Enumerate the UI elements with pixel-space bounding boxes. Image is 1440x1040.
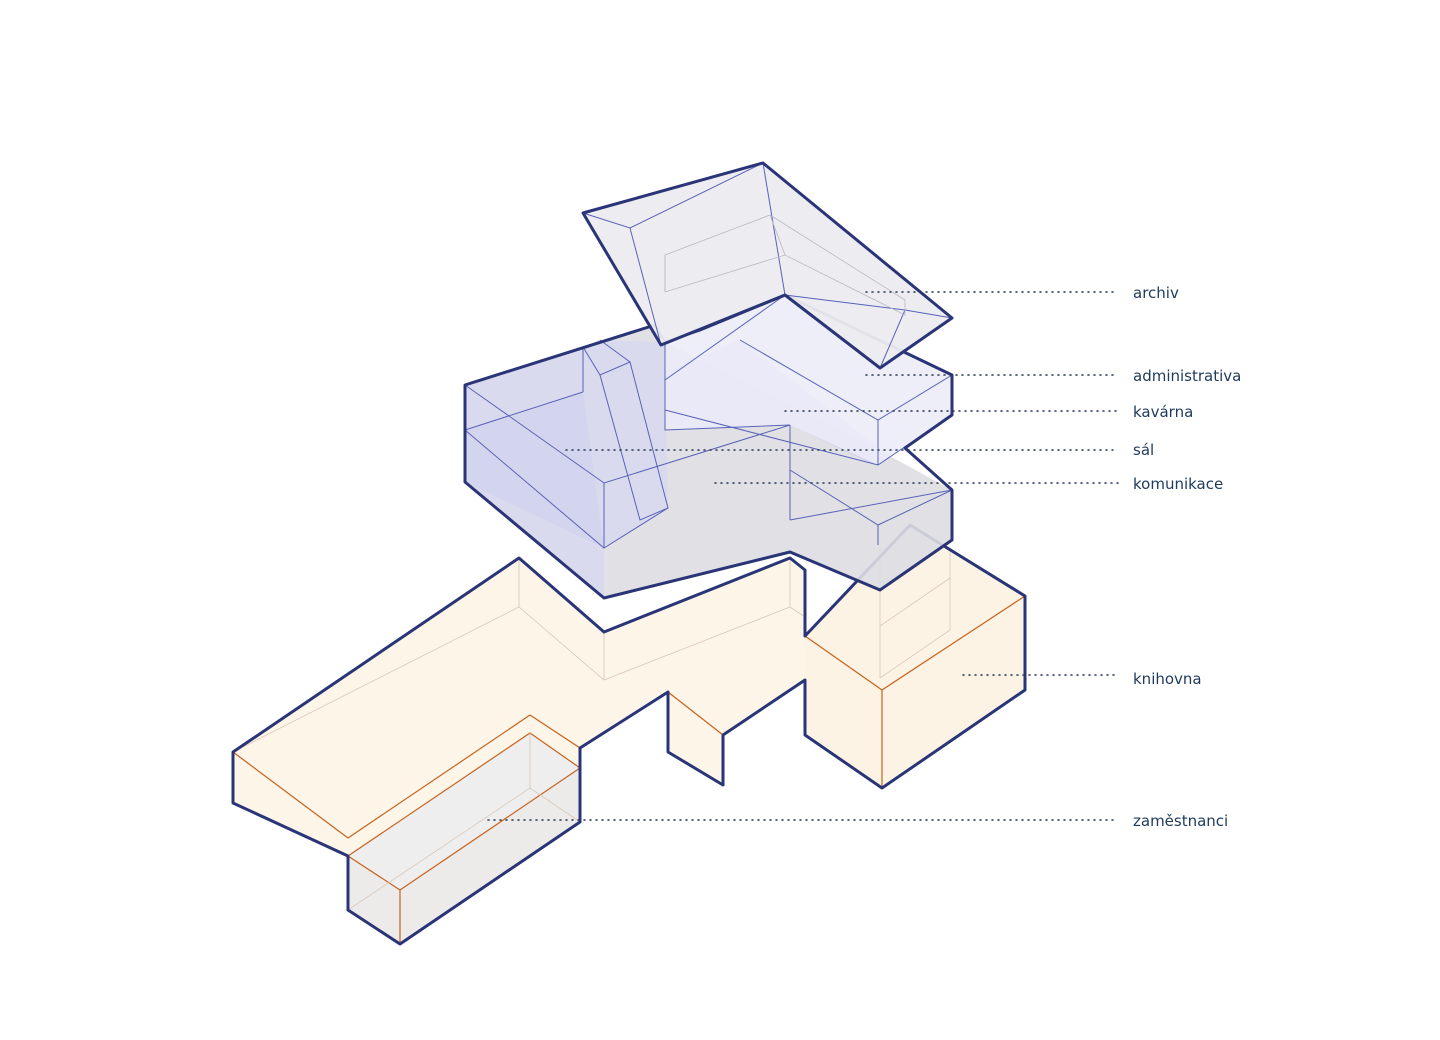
upper-volume [463,293,954,600]
library-outline [231,523,1027,946]
archive-volume [581,161,954,370]
archive-outline [581,161,954,370]
label-kavarna: kavárna [1133,403,1193,421]
staff-box [347,732,581,944]
label-archiv: archiv [1133,284,1179,302]
archive-inner-box [664,214,906,316]
leader-lines [487,291,1119,821]
archive-fill [583,163,952,368]
label-knihovna: knihovna [1133,670,1202,688]
library-house-fill [805,525,1025,788]
archive-edges [582,162,953,369]
library-volume [231,523,1027,946]
label-zamestnanci: zaměstnanci [1133,812,1228,830]
library-hidden-edges [232,548,951,753]
label-sal: sál [1133,441,1154,459]
label-komunikace: komunikace [1133,475,1223,493]
labels: archiv administrativa kavárna sál komuni… [1133,284,1241,830]
label-administrativa: administrativa [1133,367,1241,385]
